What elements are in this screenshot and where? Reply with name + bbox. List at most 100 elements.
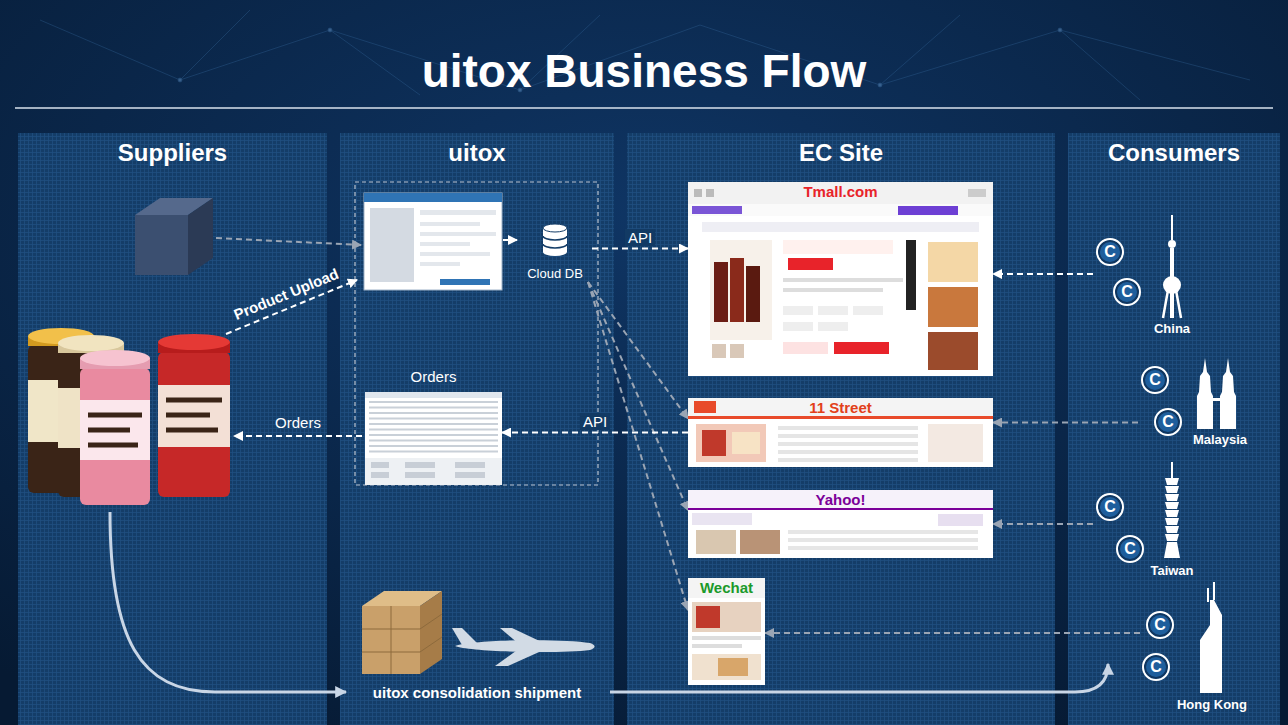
screen-detail bbox=[778, 442, 918, 446]
screen-detail bbox=[778, 458, 918, 462]
screen-detail bbox=[688, 182, 993, 204]
orders-panel: Orders bbox=[365, 368, 502, 485]
panel-heading: Orders bbox=[411, 368, 457, 386]
column-band: EC SiteTmall.com11 StreetYahoo!Wechat bbox=[627, 133, 1055, 725]
screen-detail bbox=[365, 458, 502, 485]
edge-label-holder: API bbox=[580, 413, 610, 430]
screen-detail bbox=[369, 412, 498, 414]
screen-detail bbox=[692, 636, 761, 640]
airplane-icon bbox=[452, 628, 595, 666]
diagram-title: uitox Business Flow bbox=[422, 44, 867, 98]
upload-screen bbox=[440, 279, 490, 285]
consumer-letter: C bbox=[1149, 371, 1161, 389]
parcel-stack bbox=[420, 591, 442, 674]
edge-label: API bbox=[625, 229, 655, 246]
airplane-icon bbox=[500, 628, 548, 645]
column-heading: Consumers bbox=[1108, 139, 1240, 167]
screen-detail bbox=[688, 204, 993, 216]
landmark-taiwan bbox=[1164, 462, 1180, 558]
screen-detail bbox=[688, 490, 993, 508]
screen-detail bbox=[706, 189, 714, 197]
product-jars bbox=[158, 352, 230, 497]
flow-arrow bbox=[588, 282, 688, 510]
shipment-path bbox=[110, 512, 346, 692]
screen-detail bbox=[688, 182, 993, 376]
site-name: Tmall.com bbox=[803, 183, 877, 201]
database-icon bbox=[543, 224, 567, 232]
screen-detail bbox=[718, 658, 748, 676]
screen-detail bbox=[688, 508, 993, 510]
network-texture bbox=[40, 10, 1250, 100]
database-icon bbox=[543, 236, 567, 248]
title-rule bbox=[15, 107, 1273, 109]
column-panels bbox=[18, 133, 1280, 725]
consumer-badge: C bbox=[1096, 493, 1124, 521]
landmark-malaysia bbox=[1197, 358, 1236, 429]
region-name: Hong Kong bbox=[1177, 697, 1247, 712]
consumer-letter: C bbox=[1150, 658, 1162, 676]
screen-detail bbox=[692, 206, 742, 214]
screen-detail bbox=[696, 606, 720, 628]
product-jars bbox=[80, 350, 150, 366]
consumer-region: Hong KongCC bbox=[1140, 581, 1262, 712]
database-icon bbox=[543, 224, 567, 256]
database-label: Cloud DB bbox=[527, 266, 583, 281]
site-screenshot: 11 Street bbox=[688, 398, 993, 467]
landmark-hong-kong bbox=[1208, 582, 1214, 602]
screen-detail bbox=[778, 434, 918, 438]
orders-screenshot-image bbox=[365, 392, 502, 485]
parcel-stack bbox=[362, 591, 442, 674]
site-screenshot: Wechat bbox=[688, 578, 765, 685]
region-name: Taiwan bbox=[1150, 563, 1193, 578]
screen-detail bbox=[688, 398, 993, 467]
screen-detail bbox=[694, 401, 716, 413]
package-icon bbox=[135, 198, 213, 275]
screen-detail bbox=[405, 472, 435, 478]
column-heading: EC Site bbox=[799, 139, 883, 167]
screen-detail bbox=[898, 206, 958, 215]
screen-detail bbox=[405, 462, 435, 468]
consumer-letter: C bbox=[1121, 283, 1133, 301]
column-panels bbox=[1068, 133, 1280, 725]
screen-detail bbox=[688, 416, 993, 419]
screen-detail bbox=[369, 407, 498, 409]
order-arrow bbox=[234, 435, 362, 437]
screen-detail bbox=[788, 530, 978, 534]
package-icon bbox=[135, 215, 188, 275]
screen-detail bbox=[688, 398, 993, 416]
consumer-badge: C bbox=[1142, 653, 1170, 681]
screen-detail bbox=[783, 342, 828, 354]
consumer-badge: C bbox=[1096, 238, 1124, 266]
screen-detail bbox=[455, 462, 485, 468]
screen-detail bbox=[928, 424, 983, 462]
product-jars bbox=[158, 334, 230, 350]
screen-detail bbox=[696, 530, 736, 554]
screen-detail bbox=[928, 242, 978, 282]
screen-detail bbox=[732, 432, 760, 454]
screen-detail bbox=[938, 514, 983, 526]
package-icon bbox=[188, 198, 213, 275]
screen-detail bbox=[455, 472, 485, 478]
screen-detail bbox=[906, 240, 916, 310]
consumer-badge: C bbox=[1113, 278, 1141, 306]
screen-detail bbox=[688, 578, 765, 598]
screen-detail bbox=[365, 392, 502, 398]
arrow-label: Product Upload bbox=[231, 265, 341, 323]
screen-detail bbox=[783, 322, 813, 331]
product-jars bbox=[166, 400, 222, 430]
column-band: Suppliers bbox=[18, 133, 327, 725]
flow-arrow bbox=[592, 248, 688, 250]
screen-detail bbox=[746, 266, 760, 322]
screen-detail bbox=[688, 578, 765, 685]
upload-screen bbox=[420, 210, 496, 215]
flow-arrow bbox=[993, 422, 1138, 424]
screen-detail bbox=[778, 450, 918, 454]
landmark-taiwan bbox=[1164, 478, 1180, 558]
flow-arrow bbox=[588, 282, 688, 419]
upload-screen bbox=[364, 193, 502, 290]
upload-screen bbox=[420, 232, 496, 236]
